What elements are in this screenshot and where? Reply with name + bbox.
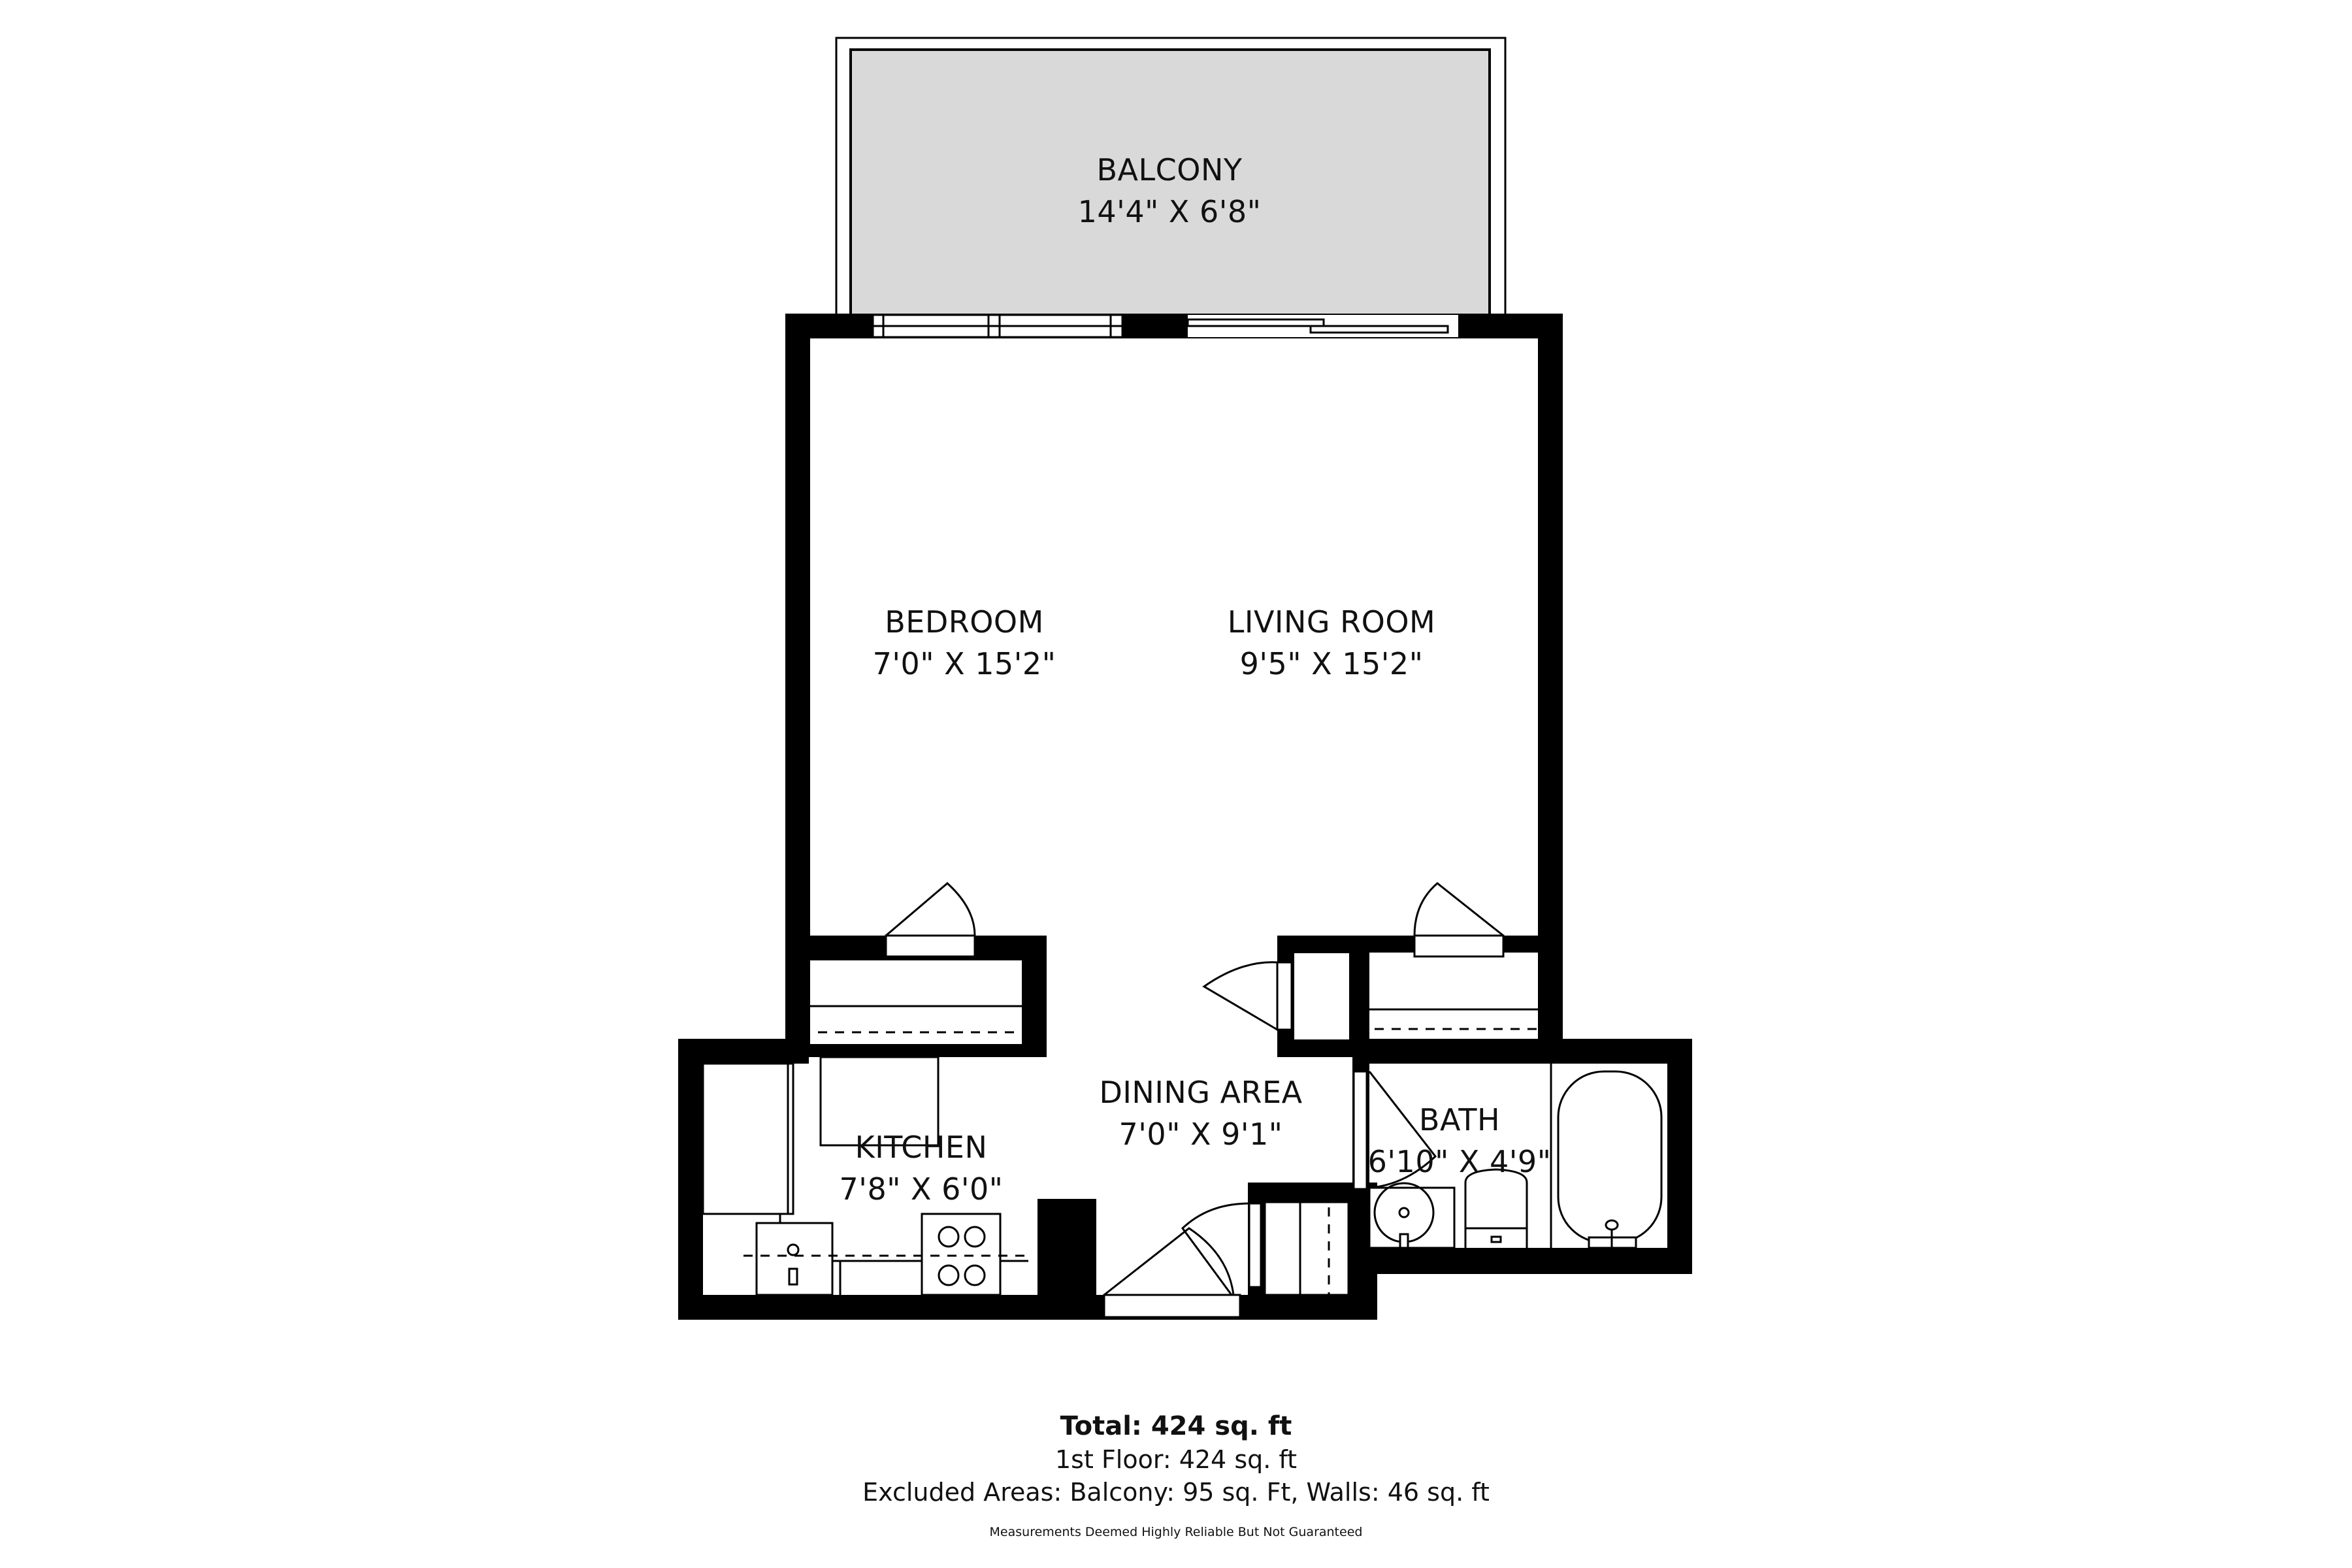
living-closet	[1202, 882, 1563, 1057]
room-dims: 9'5" X 15'2"	[1239, 646, 1424, 681]
entry	[1096, 1183, 1377, 1320]
room-label-living-room: LIVING ROOM 9'5" X 15'2"	[1228, 601, 1435, 685]
floor-area: 1st Floor: 424 sq. ft	[1055, 1445, 1297, 1474]
excluded-areas: Excluded Areas: Balcony: 95 sq. Ft, Wall…	[862, 1478, 1490, 1507]
kitchen	[678, 1039, 1109, 1320]
room-label-bath: BATH 6'10" X 4'9"	[1368, 1099, 1552, 1183]
room-dims: 7'0" X 9'1"	[1119, 1117, 1283, 1152]
room-label-balcony: BALCONY 14'4" X 6'8"	[1078, 149, 1262, 233]
room-label-kitchen: KITCHEN 7'8" X 6'0"	[840, 1126, 1004, 1210]
room-name: BATH	[1418, 1102, 1501, 1137]
top-window	[872, 314, 1124, 338]
room-name: LIVING ROOM	[1227, 604, 1436, 640]
room-name: BEDROOM	[885, 604, 1044, 640]
room-name: KITCHEN	[855, 1130, 988, 1165]
bedroom-closet	[785, 882, 1047, 1057]
room-dims: 6'10" X 4'9"	[1367, 1144, 1552, 1179]
bath	[1352, 1039, 1692, 1320]
room-name: DINING AREA	[1099, 1075, 1303, 1110]
room-label-bedroom: BEDROOM 7'0" X 15'2"	[873, 601, 1056, 685]
room-label-dining-area: DINING AREA 7'0" X 9'1"	[1099, 1071, 1302, 1155]
room-dims: 7'0" X 15'2"	[872, 646, 1056, 681]
sliding-door	[1186, 315, 1458, 337]
room-name: BALCONY	[1096, 152, 1243, 188]
balcony	[835, 37, 1507, 317]
total-area: Total: 424 sq. ft	[1060, 1411, 1292, 1441]
room-dims: 7'8" X 6'0"	[839, 1171, 1004, 1207]
disclaimer: Measurements Deemed Highly Reliable But …	[989, 1525, 1363, 1539]
room-dims: 14'4" X 6'8"	[1077, 194, 1262, 229]
